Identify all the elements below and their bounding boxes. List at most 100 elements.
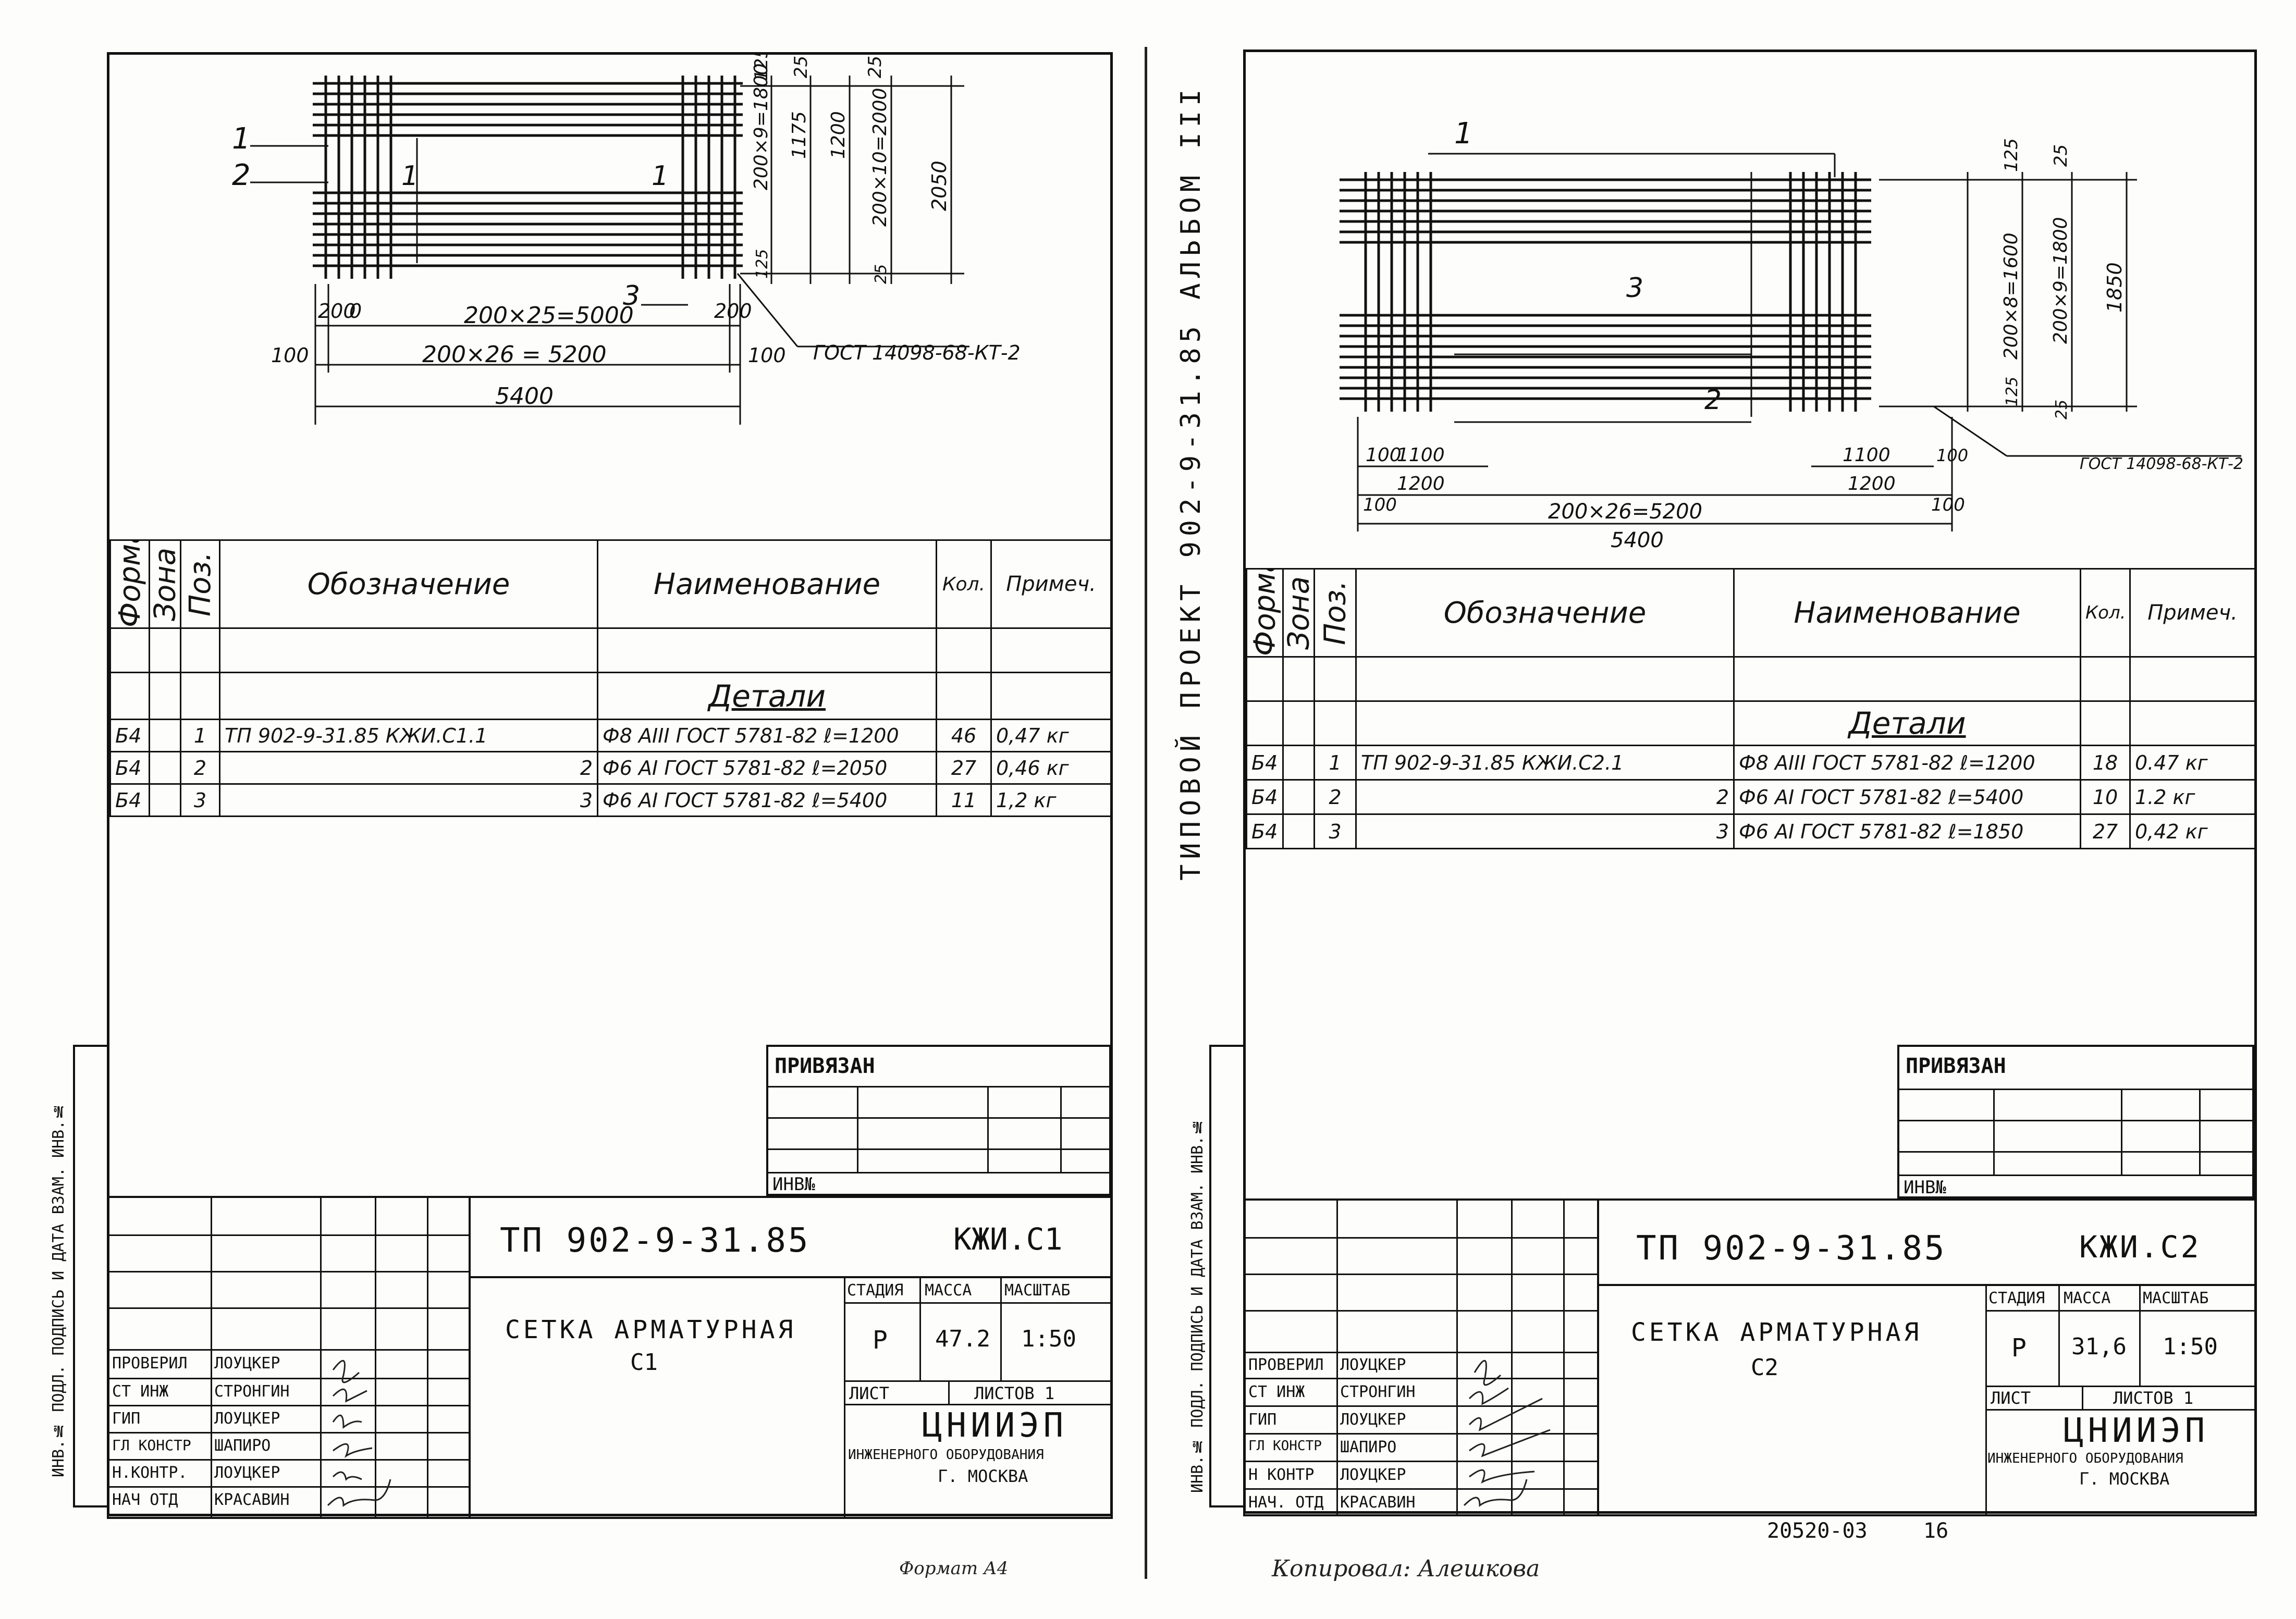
table-row: Б4 1 ТП 902-9-31.85 КЖИ.С2.1 Ф8 АIII ГОС… [1246, 745, 2256, 781]
format-mark-left: Формат А4 [899, 1558, 1009, 1579]
sheet-divider [1145, 47, 1147, 1579]
left-vdim-125: 125 [751, 55, 772, 81]
left-mass: 47.2 [935, 1326, 990, 1352]
left-vdim-1175: 1175 [789, 111, 810, 159]
table-row: Б4 3 3 Ф6 АI ГОСТ 5781-82 ℓ=5400 11 1,2 … [109, 783, 1112, 817]
archive-code: 20520-03 [1767, 1519, 1868, 1543]
right-side-strip [1209, 1045, 1245, 1507]
svg-text:1100: 1100 [1397, 444, 1445, 466]
right-dim-200x26: 200×26=5200 [1548, 500, 1702, 524]
right-col-pos: Поз. [1314, 568, 1356, 657]
svg-text:1200: 1200 [1848, 473, 1896, 495]
svg-text:125: 125 [2001, 138, 2022, 172]
left-col-pos: Поз. [180, 540, 220, 628]
right-doc-mark: КЖИ.С2 [2079, 1229, 2201, 1265]
left-org-name: ЦНИИЭП [922, 1406, 1068, 1445]
right-col-name: Наименование [1733, 568, 2081, 658]
left-vdim-125b: 125 [753, 249, 771, 279]
table-row: Б4 1 ТП 902-9-31.85 КЖИ.С1.1 Ф8 АIII ГОС… [109, 719, 1112, 752]
right-spec-table: Формат Зона Поз. Обозначение Наименовани… [1246, 568, 2256, 849]
left-pos-1b-label: 1 [401, 160, 419, 192]
left-vdim-25a: 25 [791, 56, 812, 78]
left-col-zone: Зона [149, 540, 181, 628]
left-pos-1-label: 1 [232, 122, 251, 156]
svg-text:100: 100 [1366, 444, 1402, 466]
table-row: Б4 3 3 Ф6 АI ГОСТ 5781-82 ℓ=1850 27 0,42… [1246, 813, 2256, 849]
left-vdim-200x9: 200×9=1800 [751, 63, 772, 190]
left-mesh-drawing: 1 2 3 1 1 200×25=5000 200×26 = 5200 5400… [232, 55, 1021, 425]
right-pos-3-label: 3 [1626, 273, 1643, 304]
right-col-format: Формат [1246, 568, 1283, 657]
left-sheet-frame: 1 2 3 1 1 200×25=5000 200×26 = 5200 5400… [50, 52, 1113, 1519]
right-mass: 31,6 [2071, 1333, 2127, 1360]
left-drawing-name: СЕТКА АРМАТУРНАЯ [505, 1315, 796, 1344]
left-pos-2-label: 2 [232, 158, 251, 192]
right-mesh-drawing: 1 2 3 100 1100 1200 1100 100 1200 100 10… [1340, 117, 2243, 552]
svg-text:125: 125 [2003, 377, 2021, 406]
left-section-details: Детали [597, 672, 937, 720]
left-stage: Р [873, 1326, 888, 1355]
right-scale: 1:50 [2163, 1333, 2218, 1360]
left-inv-label: ИНВ№ [772, 1174, 815, 1195]
right-gost-note: ГОСТ 14098-68-КТ-2 [2080, 455, 2243, 473]
right-vdim-1850: 1850 [2103, 262, 2126, 313]
right-col-zone: Зона [1283, 568, 1315, 657]
left-title-block: ПРОВЕРИЛ ЛОУЦКЕР СТ ИНЖ СТРОНГИН ГИП ЛОУ… [107, 1196, 1113, 1519]
right-sheet-frame: 1 2 3 100 1100 1200 1100 100 1200 100 10… [1188, 50, 2257, 1516]
left-vdim-25b: 25 [865, 56, 886, 78]
svg-text:100: 100 [1936, 446, 1968, 465]
right-side-stamp: ИНВ.№ ПОДЛ. ПОДПИСЬ И ДАТА ВЗАМ. ИНВ.№ [1188, 1117, 1207, 1493]
left-dim-200x26: 200×26 = 5200 [422, 341, 607, 368]
right-privyazan-label: ПРИВЯЗАН [1906, 1054, 2006, 1078]
left-doc-code: ТП 902-9-31.85 [500, 1221, 811, 1260]
left-spec-table: Формат Зона Поз. Обозначение Наименовани… [109, 539, 1112, 817]
svg-text:1100: 1100 [1843, 444, 1890, 466]
left-vdim-2050: 2050 [928, 160, 951, 211]
table-row: Б4 2 2 Ф6 АI ГОСТ 5781-82 ℓ=5400 10 1.2 … [1246, 779, 2256, 815]
left-col-format: Формат [110, 540, 150, 628]
left-col-qty: Кол. [936, 539, 992, 629]
right-col-note: Примеч. [2129, 568, 2256, 658]
right-doc-code: ТП 902-9-31.85 [1636, 1229, 1947, 1268]
right-col-qty: Кол. [2080, 568, 2131, 658]
svg-text:100: 100 [1931, 495, 1965, 515]
right-pos-1-label: 1 [1454, 117, 1473, 151]
left-gost-note: ГОСТ 14098-68-КТ-2 [813, 341, 1021, 364]
left-dim-5400: 5400 [495, 383, 554, 410]
left-dim-100b: 100 [748, 344, 786, 367]
left-side-stamp: ИНВ.№ ПОДЛ. ПОДПИСЬ И ДАТА ВЗАМ. ИНВ.№ [50, 1102, 68, 1477]
left-signatures [327, 1360, 391, 1507]
right-org-name: ЦНИИЭП [2064, 1412, 2209, 1450]
right-vdim-200x8: 200×8=1600 [2000, 232, 2022, 360]
left-scale: 1:50 [1021, 1326, 1076, 1352]
left-dim-200x25: 200×25=5000 [464, 302, 634, 329]
album-title: ТИПОВОЙ ПРОЕКТ 902-9-31.85 АЛЬБОМ III [1175, 84, 1207, 881]
left-dim-100a: 100 [271, 344, 309, 367]
right-stage: Р [2011, 1333, 2027, 1363]
left-privyazan-label: ПРИВЯЗАН [775, 1054, 875, 1078]
table-row: Б4 2 2 Ф6 АI ГОСТ 5781-82 ℓ=2050 27 0,46… [109, 751, 1112, 785]
left-pos-3-label: 3 [623, 280, 640, 312]
svg-text:1200: 1200 [1397, 473, 1445, 495]
left-side-strip [73, 1045, 109, 1507]
right-drawing-name-2: С2 [1751, 1354, 1778, 1381]
left-pos-1c-label: 1 [652, 160, 669, 192]
page-number: 16 [1923, 1519, 1949, 1543]
right-privyazan-block: ПРИВЯЗАН ИНВ№ [1897, 1045, 2254, 1198]
right-dim-5400: 5400 [1611, 528, 1664, 552]
right-signatures [1463, 1360, 1551, 1507]
left-privyazan-block: ПРИВЯЗАН ИНВ№ [766, 1045, 1111, 1196]
right-inv-label: ИНВ№ [1904, 1177, 1946, 1198]
right-pos-2-label: 2 [1704, 385, 1722, 416]
svg-text:25: 25 [2051, 144, 2071, 167]
left-vdim-200x10: 200×10=2000 [869, 88, 891, 227]
right-title-block: ПРОВЕРИЛ ЛОУЦКЕР СТ ИНЖ СТРОНГИН ГИП ЛОУ… [1243, 1198, 2257, 1516]
left-dim-0: 0 [349, 300, 362, 323]
right-col-designation: Обозначение [1355, 568, 1735, 658]
copied-by: Копировал: Алешкова [1272, 1555, 1540, 1582]
right-section-details: Детали [1733, 700, 2081, 746]
left-col-name: Наименование [597, 539, 937, 629]
left-col-note: Примеч. [990, 539, 1112, 629]
left-dim-200b: 200 [714, 300, 752, 323]
svg-text:100: 100 [1363, 495, 1397, 515]
